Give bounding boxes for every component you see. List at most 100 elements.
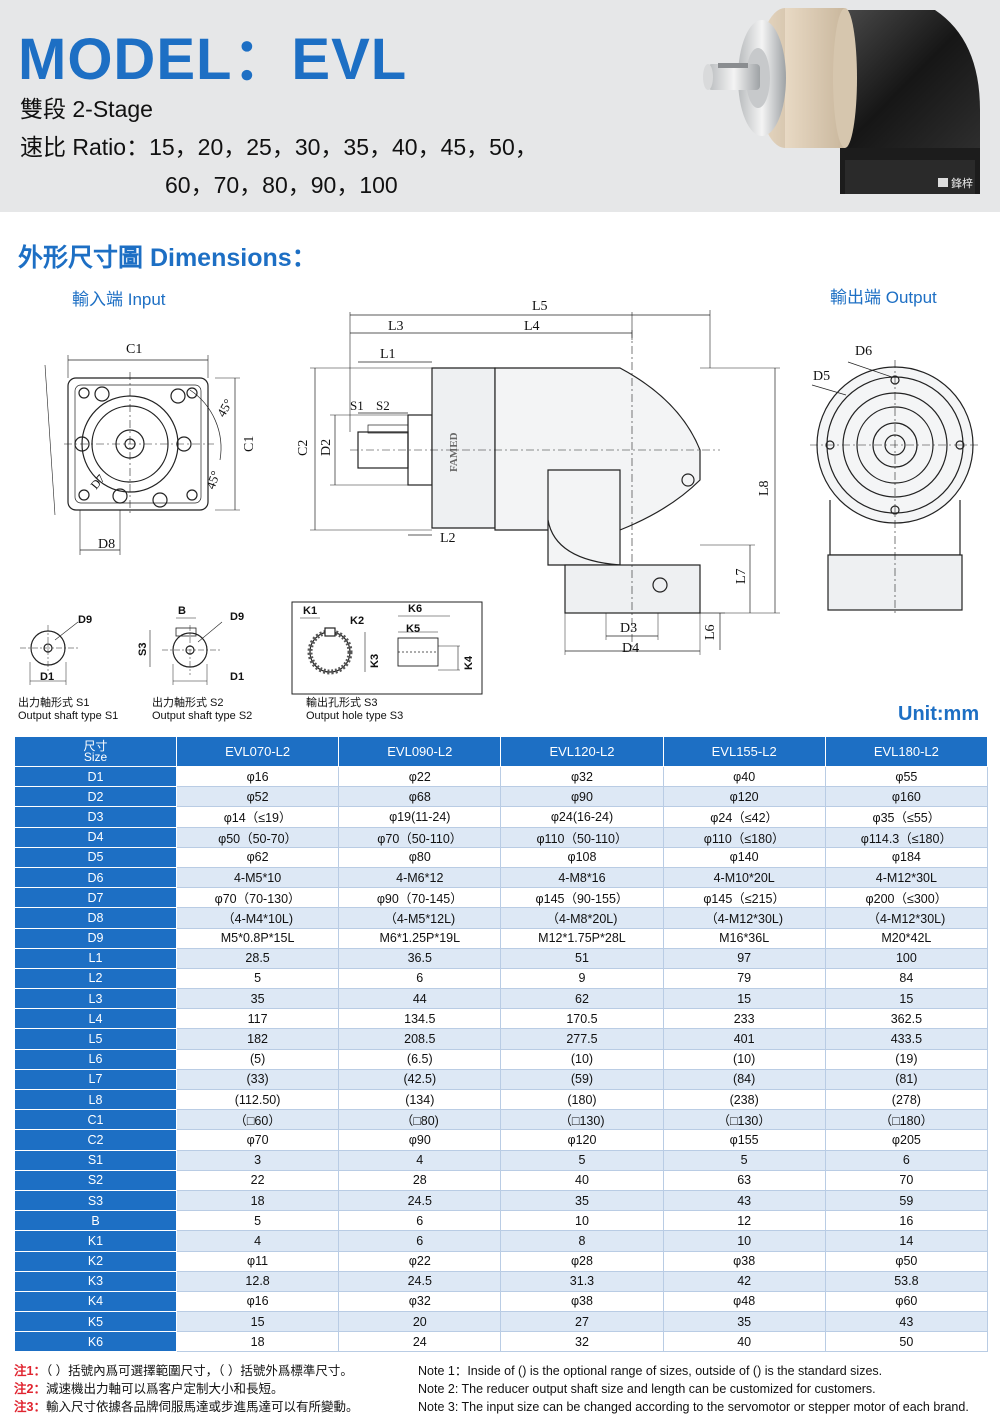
table-cell: (42.5) xyxy=(338,1068,502,1091)
table-cell: 43 xyxy=(824,1311,989,1333)
table-cell: φ200（≤300） xyxy=(824,887,989,909)
row-header-cell: L2 xyxy=(14,967,177,990)
svg-text:L1: L1 xyxy=(380,347,396,362)
table-cell: 9 xyxy=(500,967,664,990)
table-cell: 18 xyxy=(175,1331,340,1353)
table-row: L8(112.50)(134)(180)(238)(278) xyxy=(14,1088,989,1111)
row-header-cell: D6 xyxy=(14,866,177,889)
table-cell: φ52 xyxy=(175,786,340,808)
table-cell: φ38 xyxy=(500,1290,664,1313)
table-cell: （□180） xyxy=(824,1109,989,1131)
table-cell: 31.3 xyxy=(500,1270,664,1292)
table-cell: 4-M12*30L xyxy=(824,866,989,889)
table-cell: （4-M12*30L) xyxy=(824,907,989,929)
table-row: L6(5)(6.5)(10)(10)(19) xyxy=(14,1048,989,1070)
table-cell: φ90 xyxy=(500,786,664,808)
table-cell: 5 xyxy=(175,1210,340,1232)
shaft-type-s1-caption: 出力軸形式 S1 Output shaft type S1 xyxy=(18,697,119,722)
model-header: EVL090-L2 xyxy=(338,736,502,767)
shaft-type-s1-drawing xyxy=(20,621,79,685)
product-image: 鋒梓 xyxy=(703,8,980,194)
table-cell: （4-M5*12L) xyxy=(338,907,502,929)
table-cell: 24 xyxy=(338,1331,502,1353)
table-cell: (33) xyxy=(175,1068,340,1091)
table-cell: 134.5 xyxy=(338,1008,502,1030)
table-cell: 5 xyxy=(500,1149,664,1171)
table-cell: （□130） xyxy=(662,1109,826,1131)
row-header-cell: C2 xyxy=(14,1129,177,1151)
table-cell: φ16 xyxy=(175,765,340,788)
svg-text:D9: D9 xyxy=(78,614,92,626)
table-cell: 401 xyxy=(662,1028,826,1050)
row-header-cell: B xyxy=(14,1210,177,1232)
table-cell: φ140 xyxy=(662,846,826,868)
table-cell: 20 xyxy=(338,1311,502,1333)
model-header: EVL070-L2 xyxy=(175,736,340,767)
table-cell: 277.5 xyxy=(500,1028,664,1050)
svg-text:D7: D7 xyxy=(88,472,108,492)
table-cell: φ145（90-155） xyxy=(500,887,664,909)
svg-text:45°: 45° xyxy=(214,396,236,419)
row-header-cell: L8 xyxy=(14,1088,177,1111)
table-cell: 170.5 xyxy=(500,1008,664,1030)
svg-text:45°: 45° xyxy=(203,469,223,491)
table-cell: （□130) xyxy=(500,1109,664,1131)
svg-text:C2: C2 xyxy=(296,440,311,456)
table-cell: 28.5 xyxy=(175,947,340,969)
table-cell: (6.5) xyxy=(338,1048,502,1070)
svg-text:K3: K3 xyxy=(369,654,381,668)
hole-type-s3-drawing xyxy=(291,601,483,695)
svg-text:K1: K1 xyxy=(303,605,317,617)
table-cell: 4-M6*12 xyxy=(338,866,502,889)
table-cell: 22 xyxy=(175,1169,340,1191)
table-cell: φ145（≤215） xyxy=(662,887,826,909)
table-cell: φ120 xyxy=(662,786,826,808)
table-cell: (180) xyxy=(500,1088,664,1111)
svg-text:K4: K4 xyxy=(463,655,475,670)
svg-text:B: B xyxy=(178,605,186,617)
output-side-label: 輸出端 Output xyxy=(830,288,937,307)
svg-text:D3: D3 xyxy=(620,621,637,636)
table-cell: φ68 xyxy=(338,786,502,808)
table-cell: 44 xyxy=(338,988,502,1010)
table-cell: φ80 xyxy=(338,846,502,868)
table-cell: 79 xyxy=(662,967,826,990)
table-cell: 4-M5*10 xyxy=(175,866,340,889)
table-cell: 27 xyxy=(500,1311,664,1333)
table-cell: φ110（50-110） xyxy=(500,826,664,848)
table-cell: 50 xyxy=(824,1331,989,1353)
table-cell: 43 xyxy=(662,1189,826,1212)
table-cell: M12*1.75P*28L xyxy=(500,927,664,949)
unit-label: Unit:mm xyxy=(898,703,980,725)
table-cell: φ110（≤180） xyxy=(662,826,826,848)
table-cell: φ60 xyxy=(824,1290,989,1313)
note-zh-3: 注3：輸入尺寸依據各品牌伺服馬達或步進馬達可以有所變動。 xyxy=(14,1400,359,1414)
table-cell: 4 xyxy=(338,1149,502,1171)
table-cell: 12 xyxy=(662,1210,826,1232)
table-cell: 36.5 xyxy=(338,947,502,969)
table-cell: φ70（70-130） xyxy=(175,887,340,909)
size-column-header: 尺寸 Size xyxy=(14,736,177,767)
table-cell: M5*0.8P*15L xyxy=(175,927,340,949)
table-cell: φ24（≤42） xyxy=(662,806,826,828)
row-header-cell: K5 xyxy=(14,1311,177,1333)
svg-text:D5: D5 xyxy=(813,369,830,384)
row-header-cell: S1 xyxy=(14,1149,177,1171)
table-cell: φ50 xyxy=(824,1250,989,1272)
svg-text:S2: S2 xyxy=(376,398,390,413)
svg-text:S1: S1 xyxy=(350,398,364,413)
table-cell: φ32 xyxy=(500,765,664,788)
table-cell: φ40 xyxy=(662,765,826,788)
table-cell: 24.5 xyxy=(338,1270,502,1292)
table-cell: 6 xyxy=(338,967,502,990)
table-row: C1（□60）（□80)（□130)（□130）（□180） xyxy=(14,1109,989,1131)
